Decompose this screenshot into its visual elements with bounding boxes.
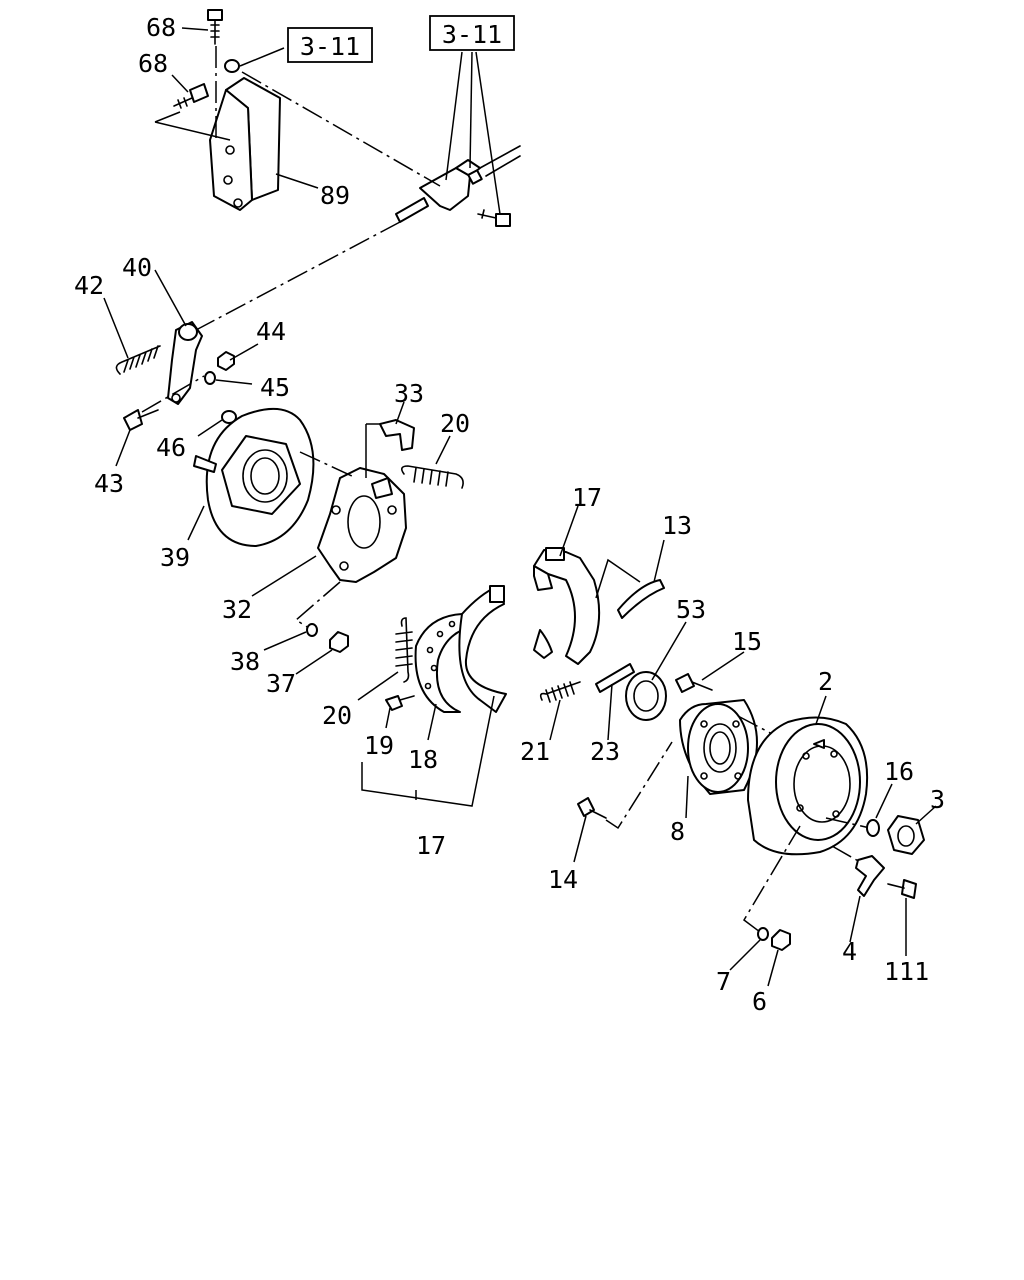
- nut-6: [771, 929, 791, 951]
- label-15: 15: [732, 627, 762, 656]
- spring-21: [539, 681, 581, 703]
- label-14: 14: [548, 865, 578, 894]
- label-44: 44: [256, 317, 286, 346]
- label-33: 33: [394, 379, 424, 408]
- reference-box-left[interactable]: 3-11: [287, 27, 373, 63]
- washer-16: [866, 819, 880, 837]
- label-2: 2: [818, 667, 833, 696]
- washer-45: [204, 371, 216, 385]
- label-39: 39: [160, 543, 190, 572]
- lever-40: [167, 321, 203, 405]
- label-16: 16: [884, 757, 914, 786]
- brake-shoe-17: [533, 547, 601, 665]
- seal-53: [625, 671, 667, 721]
- label-3: 3: [930, 785, 945, 814]
- label-20-upper: 20: [440, 409, 470, 438]
- label-21: 21: [520, 737, 550, 766]
- reference-label: 3-11: [442, 20, 502, 49]
- bolt-111: [887, 879, 917, 899]
- bolt-43: [123, 409, 159, 431]
- label-4: 4: [842, 937, 857, 966]
- label-13: 13: [662, 511, 692, 540]
- label-17-upper: 17: [572, 483, 602, 512]
- label-40: 40: [122, 253, 152, 282]
- spring-42: [115, 345, 161, 375]
- label-111: 111: [884, 957, 929, 986]
- spring-20-lower: [395, 617, 413, 683]
- brake-shoe-web: [458, 585, 507, 713]
- nut-37: [329, 631, 349, 653]
- reference-label: 3-11: [300, 32, 360, 61]
- label-37: 37: [266, 669, 296, 698]
- bolt-68-side: [173, 83, 209, 109]
- bracket-89: [209, 77, 281, 211]
- adjuster-23: [595, 663, 635, 693]
- bolt-68-top: [207, 9, 223, 45]
- label-6: 6: [752, 987, 767, 1016]
- label-46: 46: [156, 433, 186, 462]
- spring-20-upper: [400, 465, 464, 489]
- label-32: 32: [222, 595, 252, 624]
- nut-top: [224, 59, 240, 73]
- nut-3: [887, 815, 925, 855]
- label-89: 89: [320, 181, 350, 210]
- label-42: 42: [74, 271, 104, 300]
- label-23: 23: [590, 737, 620, 766]
- plate-32: [317, 467, 407, 583]
- label-53: 53: [676, 595, 706, 624]
- washer-7: [757, 927, 769, 941]
- label-68-top: 68: [146, 13, 176, 42]
- label-43: 43: [94, 469, 124, 498]
- bolt-15: [675, 673, 713, 693]
- label-19: 19: [364, 731, 394, 760]
- brake-shoe-18: [414, 613, 475, 713]
- bolt-14: [577, 797, 607, 819]
- label-45: 45: [260, 373, 290, 402]
- washer-38: [306, 623, 318, 637]
- label-8: 8: [670, 817, 685, 846]
- spring-13: [617, 579, 665, 619]
- reference-box-right[interactable]: 3-11: [429, 15, 515, 51]
- drum-2: [747, 716, 869, 856]
- label-18: 18: [408, 745, 438, 774]
- label-17-lower: 17: [416, 831, 446, 860]
- backing-plate-39: [193, 407, 315, 547]
- hub-8: [679, 699, 758, 795]
- pin-33: [379, 419, 415, 451]
- label-7: 7: [716, 967, 731, 996]
- label-38: 38: [230, 647, 260, 676]
- washer-46: [221, 410, 237, 424]
- nut-44: [217, 351, 235, 371]
- pin-19: [385, 695, 415, 711]
- bolt-cable-clamp: [477, 209, 511, 227]
- label-20-lower: 20: [322, 701, 352, 730]
- clip-4: [855, 855, 885, 897]
- label-68-side: 68: [138, 49, 168, 78]
- cable-end: [395, 145, 521, 223]
